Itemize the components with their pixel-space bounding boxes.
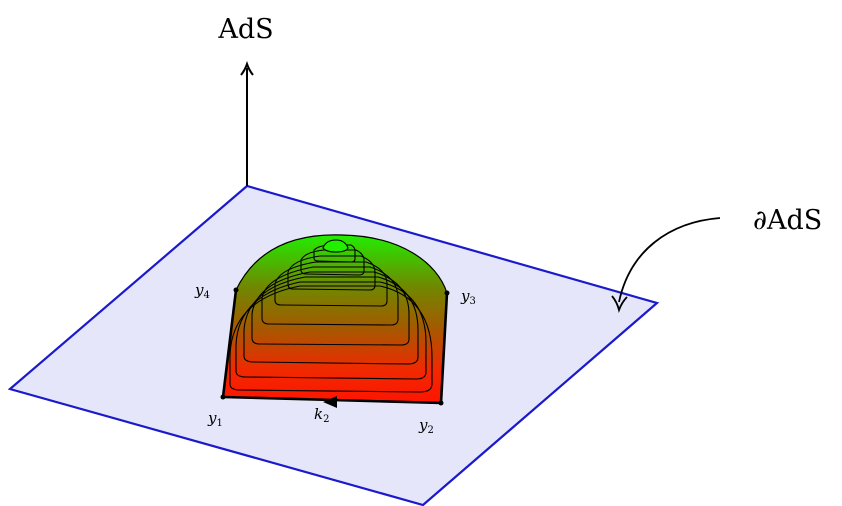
y4-label: y4	[194, 281, 210, 301]
vertex-y3	[444, 290, 450, 296]
bulk-axis-arrowhead	[240, 60, 254, 76]
k2-arrow-icon	[323, 396, 337, 408]
boundary-label: ∂AdS	[753, 205, 822, 236]
vertex-y2	[438, 400, 444, 406]
k2-label: k2	[314, 405, 329, 425]
vertex-y4	[233, 287, 239, 293]
y1-label: y1	[207, 409, 223, 429]
boundary-pointer-arrowhead	[611, 295, 628, 314]
contour-lines	[229, 239, 433, 393]
y2-label: y2	[418, 416, 434, 436]
vertex-y1	[220, 394, 226, 400]
bulk-surface	[223, 234, 448, 403]
bulk-label: AdS	[217, 14, 273, 45]
y3-label: y3	[460, 287, 476, 307]
boundary-pointer-arrow	[618, 217, 721, 303]
